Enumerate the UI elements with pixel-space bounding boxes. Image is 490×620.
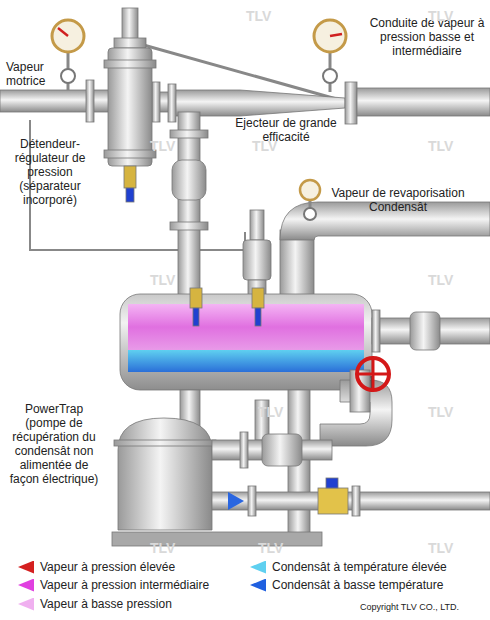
legend-swatch: [250, 561, 266, 574]
legend-swatch: [18, 598, 34, 611]
watermark: TLV: [150, 138, 175, 154]
watermark: TLV: [428, 272, 453, 288]
watermark: TLV: [252, 138, 277, 154]
legend-row: Condensât à basse température: [250, 578, 443, 592]
watermark: TLV: [246, 8, 271, 24]
legend-text: Vapeur à pression intermédiaire: [40, 578, 209, 592]
legend-row: Condensât à température élevée: [250, 560, 447, 574]
legend-row: Vapeur à pression intermédiaire: [18, 578, 209, 592]
callout-label: Vapeur motrice: [6, 60, 70, 88]
legend-row: Vapeur à basse pression: [18, 597, 172, 611]
watermark: TLV: [428, 8, 453, 24]
legend-text: Vapeur à basse pression: [40, 597, 172, 611]
watermark: TLV: [428, 540, 453, 556]
callout-label: Ejecteur de grande efficacité: [222, 116, 350, 144]
watermark: TLV: [150, 540, 175, 556]
callout-label: PowerTrap (pompe de récupération du cond…: [4, 402, 104, 486]
callout-label: Détendeur-régulateur de pression (sépara…: [2, 137, 98, 207]
legend-text: Vapeur à pression élevée: [40, 560, 175, 574]
watermark: TLV: [428, 138, 453, 154]
callout-label: Vapeur de revaporisation Condensât: [318, 186, 478, 214]
legend-text: Condensât à basse température: [272, 578, 443, 592]
watermark: TLV: [150, 272, 175, 288]
legend-swatch: [250, 579, 266, 592]
copyright-note: Copyright TLV CO., LTD.: [360, 602, 488, 613]
legend-swatch: [18, 579, 34, 592]
legend-text: Condensât à température élevée: [272, 560, 447, 574]
watermark: TLV: [258, 404, 283, 420]
watermark: TLV: [428, 404, 453, 420]
legend-row: Vapeur à pression élevée: [18, 560, 175, 574]
watermark: TLV: [258, 540, 283, 556]
legend-swatch: [18, 561, 34, 574]
callout-label: Conduite de vapeur à pression basse et i…: [366, 16, 488, 58]
